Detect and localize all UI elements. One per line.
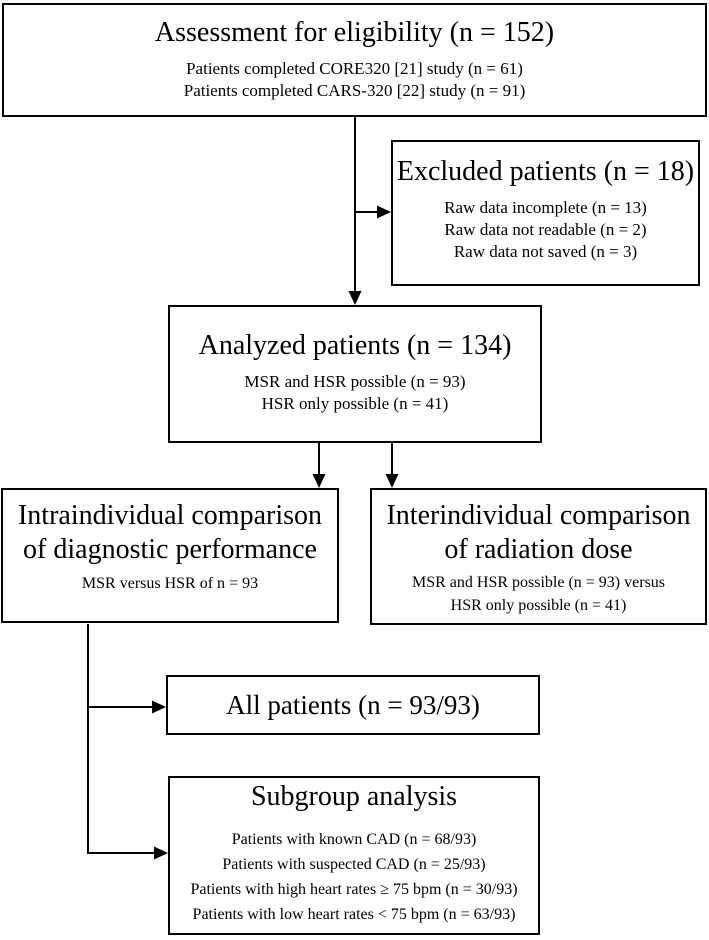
arrowhead-down-analyzed	[348, 291, 362, 305]
box-interindividual-comparison: Interindividual comparison of radiation …	[370, 488, 707, 625]
intraindividual-detail-line: MSR versus HSR of n = 93	[81, 575, 259, 592]
excluded-detail-line: Raw data incomplete (n = 13)	[444, 198, 647, 217]
arrowhead-down-intraindividual	[312, 474, 326, 488]
intraindividual-title: Intraindividual comparison of diagnostic…	[17, 500, 323, 565]
assessment-detail-line: Patients completed CORE320 [21] study (n…	[186, 59, 523, 78]
interindividual-detail-line: HSR only possible (n = 41)	[450, 597, 627, 614]
analyzed-title: Analyzed patients (n = 134)	[198, 330, 512, 361]
box-assessment-eligibility: Assessment for eligibility (n = 152) Pat…	[2, 3, 707, 117]
analyzed-detail-line: HSR only possible (n = 41)	[261, 394, 449, 413]
subgroup-detail-line: Patients with high heart rates ≥ 75 bpm …	[190, 881, 518, 898]
subgroup-detail-line: Patients with known CAD (n = 68/93)	[231, 831, 477, 848]
connector-intraindividual-spine	[87, 624, 155, 854]
excluded-detail-line: Raw data not readable (n = 2)	[444, 220, 647, 239]
subgroup-detail-line: Patients with low heart rates < 75 bpm (…	[192, 906, 516, 923]
box-subgroup-analysis: Subgroup analysis Patients with known CA…	[168, 776, 540, 935]
subgroup-title: Subgroup analysis	[250, 781, 458, 812]
interindividual-title: Interindividual comparison of radiation …	[386, 500, 691, 565]
subgroup-detail-line: Patients with suspected CAD (n = 25/93)	[222, 856, 486, 873]
box-excluded-patients: Excluded patients (n = 18) Raw data inco…	[391, 140, 700, 286]
arrowhead-right-excluded	[377, 205, 391, 219]
interindividual-details: MSR and HSR possible (n = 93) versus HSR…	[382, 571, 695, 617]
analyzed-details: MSR and HSR possible (n = 93) HSR only p…	[170, 371, 540, 415]
assessment-details: Patients completed CORE320 [21] study (n…	[4, 58, 705, 102]
excluded-detail-line: Raw data not saved (n = 3)	[453, 242, 638, 261]
excluded-title: Excluded patients (n = 18)	[396, 156, 695, 187]
subgroup-details: Patients with known CAD (n = 68/93) Pati…	[170, 827, 538, 927]
assessment-detail-line: Patients completed CARS-320 [22] study (…	[183, 81, 526, 100]
excluded-details: Raw data incomplete (n = 13) Raw data no…	[393, 197, 698, 263]
intraindividual-details: MSR versus HSR of n = 93	[13, 572, 327, 595]
arrowhead-right-all-patients	[152, 700, 166, 714]
box-all-patients: All patients (n = 93/93)	[166, 675, 540, 735]
arrowhead-right-subgroup	[154, 846, 168, 860]
box-intraindividual-comparison: Intraindividual comparison of diagnostic…	[1, 488, 339, 623]
assessment-title: Assessment for eligibility (n = 152)	[154, 17, 555, 48]
all-patients-title: All patients (n = 93/93)	[226, 690, 480, 720]
interindividual-detail-line: MSR and HSR possible (n = 93) versus	[411, 574, 666, 591]
arrowhead-down-interindividual	[385, 474, 399, 488]
box-analyzed-patients: Analyzed patients (n = 134) MSR and HSR …	[168, 305, 542, 443]
analyzed-detail-line: MSR and HSR possible (n = 93)	[244, 372, 466, 391]
